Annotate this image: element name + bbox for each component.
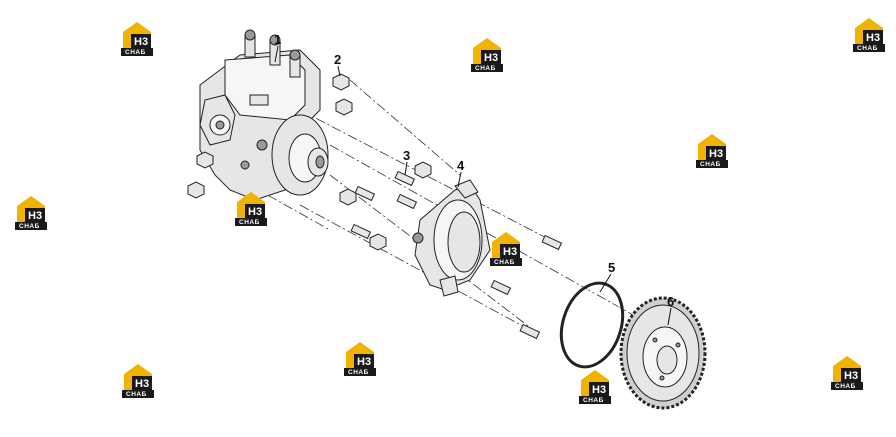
callout-6: 6 <box>667 294 674 309</box>
watermark-logo: H3 CHAБ <box>579 370 611 404</box>
callout-2: 2 <box>334 52 341 67</box>
watermark-logo: H3 CHAБ <box>235 192 267 226</box>
svg-text:H3: H3 <box>357 356 371 368</box>
svg-text:H3: H3 <box>135 378 149 390</box>
svg-text:CHAБ: CHAБ <box>125 49 146 56</box>
watermark-logo: H3 CHAБ <box>490 232 522 266</box>
svg-text:H3: H3 <box>709 148 723 160</box>
nut-set <box>187 73 432 251</box>
watermark-logos: H3 CHAБ H3 CHAБ H3 CHAБ H3 CHAБ H3 CHAБ … <box>15 18 885 404</box>
callout-4: 4 <box>457 158 465 173</box>
svg-text:CHAБ: CHAБ <box>239 219 260 226</box>
svg-text:CHAБ: CHAБ <box>348 369 369 376</box>
watermark-logo: H3 CHAБ <box>122 364 154 398</box>
callout-leaders <box>274 45 672 326</box>
drive-gear <box>619 296 707 410</box>
svg-text:H3: H3 <box>844 370 858 382</box>
watermark-logo: H3 CHAБ <box>344 342 376 376</box>
svg-text:CHAБ: CHAБ <box>19 223 40 230</box>
adapter-housing <box>412 179 491 297</box>
svg-text:CHAБ: CHAБ <box>857 45 878 52</box>
watermark-logo: H3 CHAБ <box>471 38 503 72</box>
svg-text:H3: H3 <box>134 36 148 48</box>
svg-text:H3: H3 <box>28 210 42 222</box>
svg-text:H3: H3 <box>866 32 880 44</box>
svg-text:CHAБ: CHAБ <box>583 397 604 404</box>
callout-1: 1 <box>274 32 281 47</box>
watermark-logo: H3 CHAБ <box>853 18 885 52</box>
watermark-logo: H3 CHAБ <box>15 196 47 230</box>
svg-text:H3: H3 <box>592 384 606 396</box>
svg-text:H3: H3 <box>503 246 517 258</box>
svg-text:CHAБ: CHAБ <box>494 259 515 266</box>
callout-5: 5 <box>608 260 615 275</box>
svg-text:CHAБ: CHAБ <box>475 65 496 72</box>
callout-labels: 1 2 3 4 5 6 <box>274 32 674 309</box>
svg-text:CHAБ: CHAБ <box>126 391 147 398</box>
svg-text:H3: H3 <box>484 52 498 64</box>
callout-3: 3 <box>403 148 410 163</box>
svg-text:CHAБ: CHAБ <box>700 161 721 168</box>
stud-set <box>350 170 563 340</box>
watermark-logo: H3 CHAБ <box>831 356 863 390</box>
watermark-logo: H3 CHAБ <box>696 134 728 168</box>
svg-text:H3: H3 <box>248 206 262 218</box>
watermark-logo: H3 CHAБ <box>121 22 153 56</box>
fuel-injection-pump <box>199 29 329 201</box>
svg-text:CHAБ: CHAБ <box>835 383 856 390</box>
